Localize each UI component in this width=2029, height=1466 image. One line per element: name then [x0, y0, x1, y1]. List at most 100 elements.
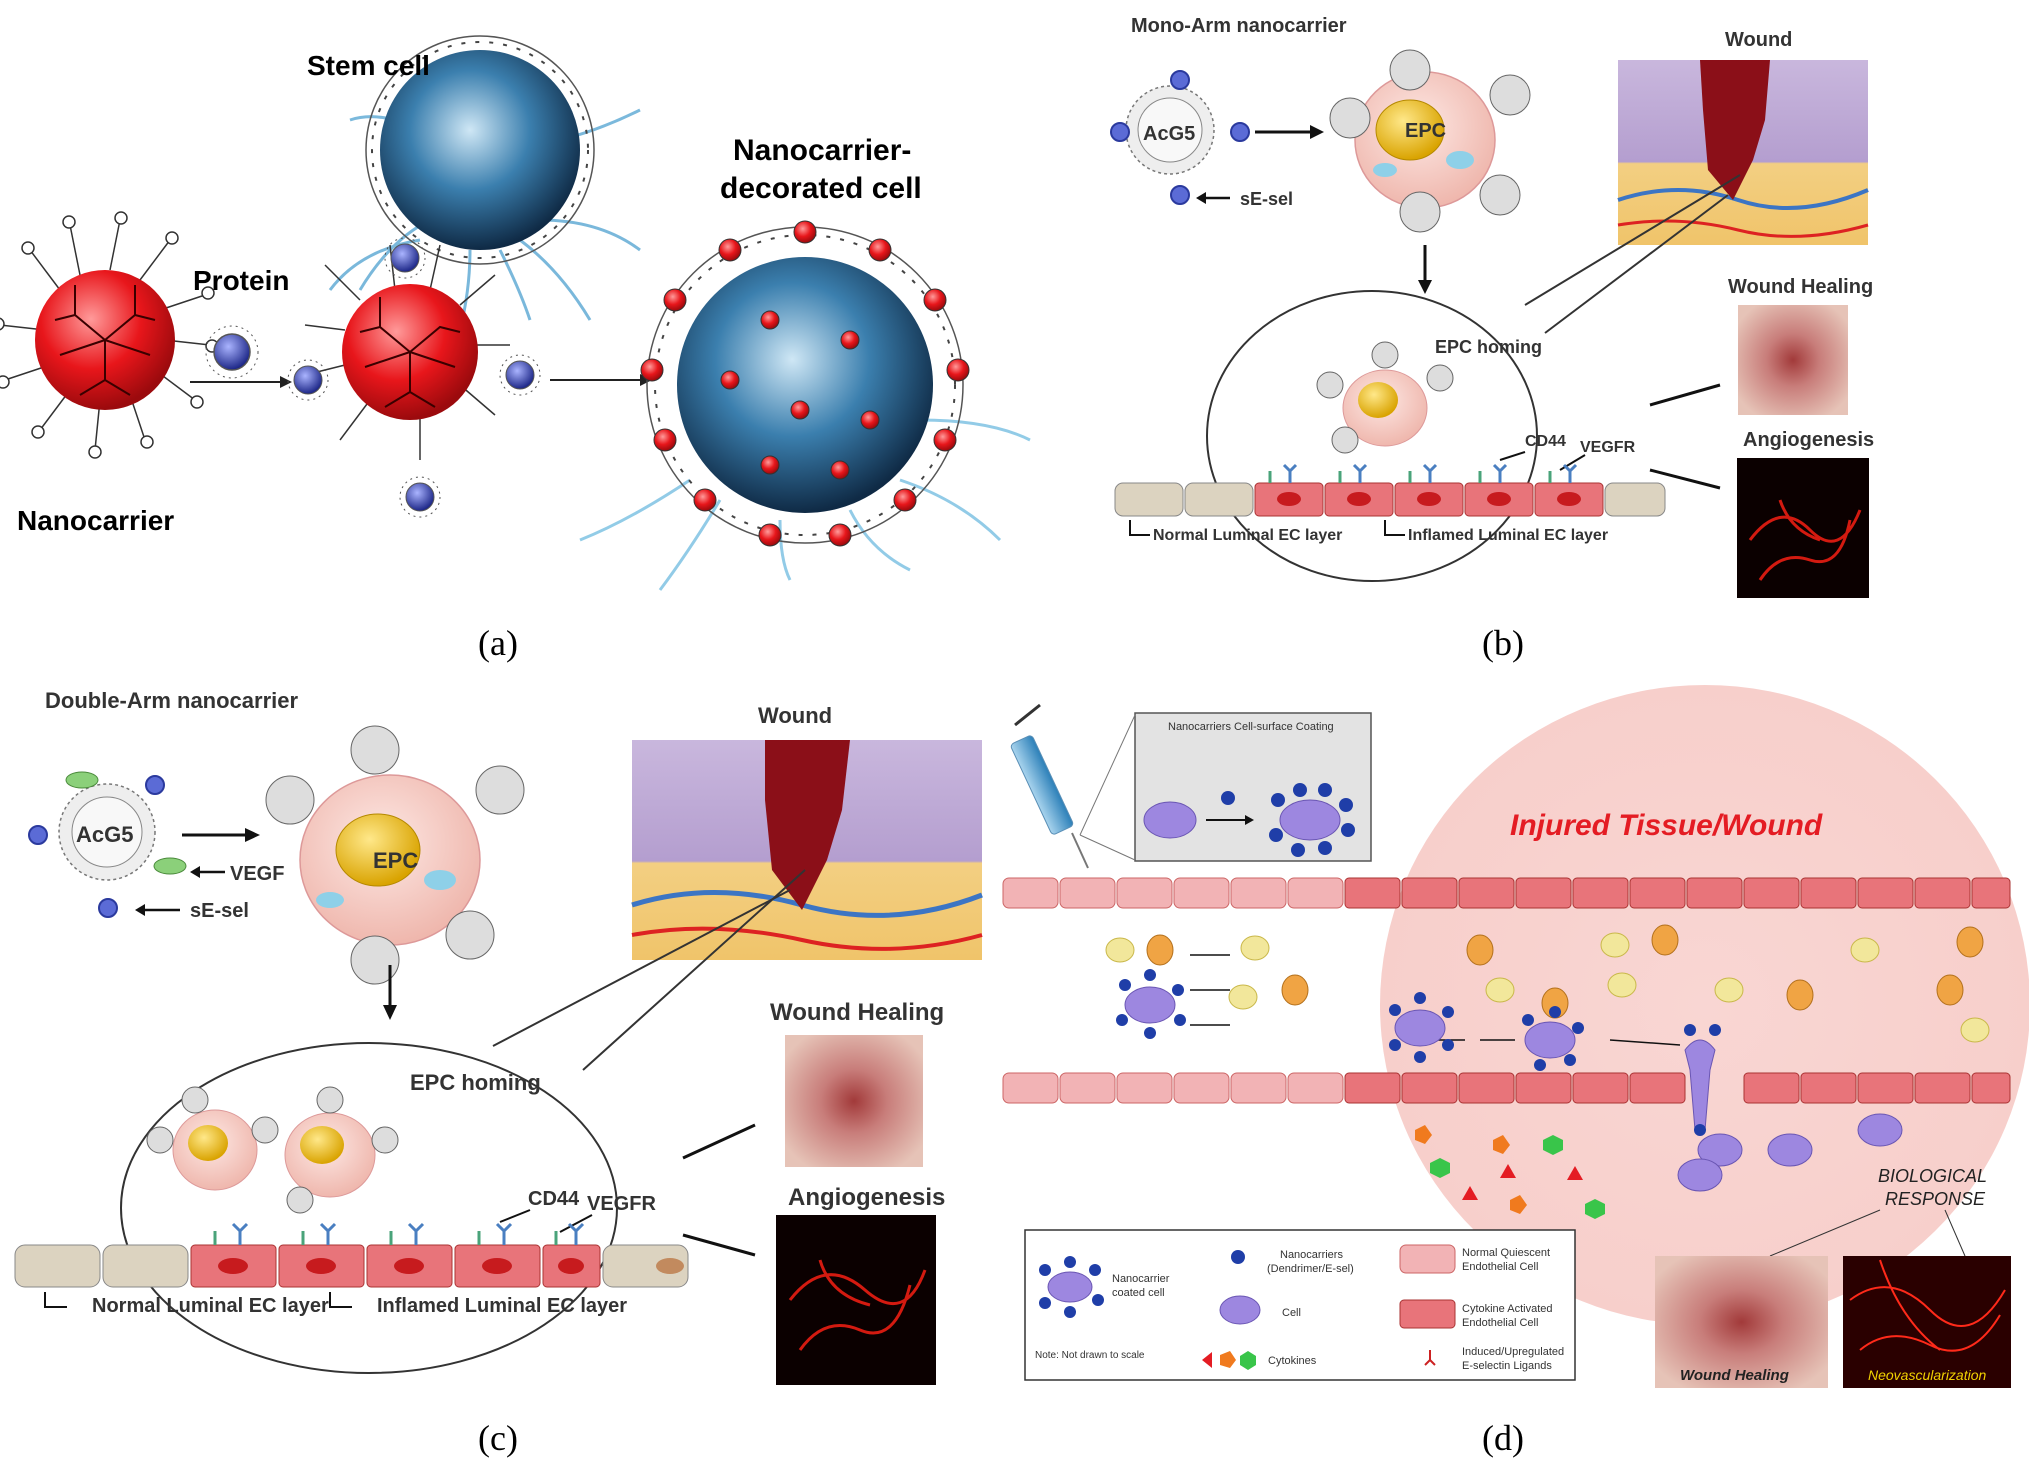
decorated-cell-graphic: [579, 220, 1031, 591]
stem-cell-label: Stem cell: [307, 50, 430, 81]
arrow-a1-head: [280, 376, 292, 388]
legend-cell-icon: [1219, 1295, 1261, 1325]
epc-homing-label: EPC homing: [1435, 337, 1542, 357]
panel-c-title: Double-Arm nanocarrier: [45, 688, 298, 713]
angiogenesis-photo: [1737, 458, 1869, 598]
cd44-label-c: CD44: [528, 1188, 580, 1210]
sesel-icon: [1110, 122, 1130, 142]
panel-a: Stem cell Nanocarrier Protein: [0, 35, 1031, 663]
arrow-sesel-c-head: [135, 904, 145, 916]
caption-d: (d): [1482, 1418, 1524, 1458]
bracket-normal-c: [44, 1292, 67, 1308]
legend: Nanocarrier coated cell Nanocarriers (De…: [1024, 1229, 1576, 1381]
arrow-b2-head: [1418, 280, 1432, 294]
arrow-c1-head: [245, 828, 260, 842]
arrow-vegf-head: [190, 866, 200, 878]
wound-healing-label-d: Wound Healing: [1680, 1367, 1789, 1384]
zoom-line: [1524, 174, 1741, 306]
legend-coated-2: coated cell: [1112, 1287, 1165, 1299]
arrow-vegfr-c: [559, 1214, 593, 1233]
panel-d: Nanocarriers Cell-surface Coating Injure…: [1002, 685, 2029, 1458]
arrow-cd44: [1499, 451, 1526, 461]
legend-ligand-2: E-selectin Ligands: [1462, 1360, 1552, 1372]
zoom-line-c: [492, 889, 791, 1047]
normal-layer-label-c: Normal Luminal EC layer: [92, 1295, 329, 1317]
circulating-cells: [1105, 924, 1990, 1192]
vegfr-label-c: VEGFR: [587, 1193, 656, 1215]
arrow-c2-head: [383, 1005, 397, 1020]
sesel-icon: [1230, 122, 1250, 142]
sesel-label: sE-sel: [1240, 189, 1293, 209]
cytokines: [1415, 1125, 1605, 1219]
zoom-line: [1544, 194, 1729, 334]
legend-activated-2: Endothelial Cell: [1462, 1317, 1538, 1329]
bracket-inflamed-b: [1384, 520, 1405, 536]
caption-c: (c): [478, 1418, 518, 1458]
wound-healing-photo: [1738, 305, 1848, 415]
sesel-label-c: sE-sel: [190, 900, 249, 922]
acg5-label-c: AcG5: [76, 822, 133, 847]
homing-epc-graphic: [1316, 341, 1454, 454]
wound-healing-label: Wound Healing: [1728, 276, 1873, 298]
angiogenesis-label: Angiogenesis: [1743, 429, 1874, 451]
legend-ligand-icon: [1424, 1350, 1436, 1366]
inflamed-layer-label: Inflamed Luminal EC layer: [1408, 527, 1608, 544]
wound-healing-photo-c: [785, 1035, 923, 1167]
neovascularization-photo: [1843, 1256, 2011, 1388]
legend-cell: Cell: [1282, 1307, 1301, 1319]
vegf-icon: [65, 771, 99, 789]
sesel-icon: [28, 825, 48, 845]
homing-epcs-c: [146, 1086, 399, 1214]
epc-cell-graphic: [1329, 49, 1531, 233]
acg5-label: AcG5: [1143, 123, 1195, 145]
protein-graphic: [205, 325, 259, 379]
epc-label-c: EPC: [373, 848, 418, 873]
injured-area: [1380, 685, 2029, 1325]
legend-coated-1: Nanocarrier: [1112, 1273, 1170, 1285]
bio-line: [1769, 1209, 1881, 1257]
epc-label: EPC: [1405, 120, 1446, 142]
ec-layer-b: [1114, 463, 1666, 517]
vessel-wall-bottom: [1002, 1072, 2011, 1104]
protein-label: Protein: [193, 265, 289, 296]
wound-label-c: Wound: [758, 703, 832, 728]
coating-title: Nanocarriers Cell-surface Coating: [1168, 721, 1334, 733]
legend-normal-ec-icon: [1399, 1244, 1456, 1274]
legend-nanocarrier-icon: [1231, 1250, 1245, 1264]
legend-nano-1: Nanocarriers: [1280, 1249, 1343, 1261]
acg5-double-graphic: [28, 771, 187, 918]
arrow-vegfr: [1559, 454, 1586, 471]
ec-layer-c: [14, 1222, 689, 1288]
arrow-cd44-c: [499, 1209, 531, 1223]
wound-skin-graphic-c: [631, 740, 983, 960]
arrow-b1-head: [1310, 125, 1324, 139]
arrow-b3: [1649, 383, 1721, 407]
legend-normal-2: Endothelial Cell: [1462, 1261, 1538, 1273]
epc-cell-c: [265, 725, 525, 985]
panel-b-title: Mono-Arm nanocarrier: [1131, 15, 1347, 37]
bio-response-1: BIOLOGICAL: [1878, 1166, 1987, 1186]
legend-coated-cell-icon: [1047, 1271, 1093, 1303]
sesel-icon: [1170, 185, 1190, 205]
sesel-icon: [1170, 70, 1190, 90]
legend-note: Note: Not drawn to scale: [1035, 1350, 1145, 1361]
vegf-label: VEGF: [230, 863, 284, 885]
neovascularization-label: Neovascularization: [1868, 1367, 1986, 1383]
angiogenesis-label-c: Angiogenesis: [788, 1184, 945, 1211]
bio-line: [1944, 1209, 1966, 1257]
decorated-cell-label-line2: decorated cell: [720, 172, 922, 205]
epc-homing-label-c: EPC homing: [410, 1070, 541, 1095]
nanocarrier-label: Nanocarrier: [17, 505, 174, 536]
cd44-label: CD44: [1525, 433, 1566, 450]
legend-nano-2: (Dendrimer/E-sel): [1267, 1263, 1354, 1275]
arrow-sesel-head: [1196, 192, 1206, 204]
normal-layer-label: Normal Luminal EC layer: [1153, 527, 1342, 544]
nanocarrier-graphic: [0, 211, 219, 459]
angiogenesis-photo-c: [776, 1215, 936, 1385]
sesel-icon: [145, 775, 165, 795]
vegf-icon: [153, 857, 187, 875]
injured-label: Injured Tissue/Wound: [1510, 809, 1823, 842]
wound-healing-label-c: Wound Healing: [770, 999, 944, 1026]
coating-inset: [1079, 712, 1372, 862]
